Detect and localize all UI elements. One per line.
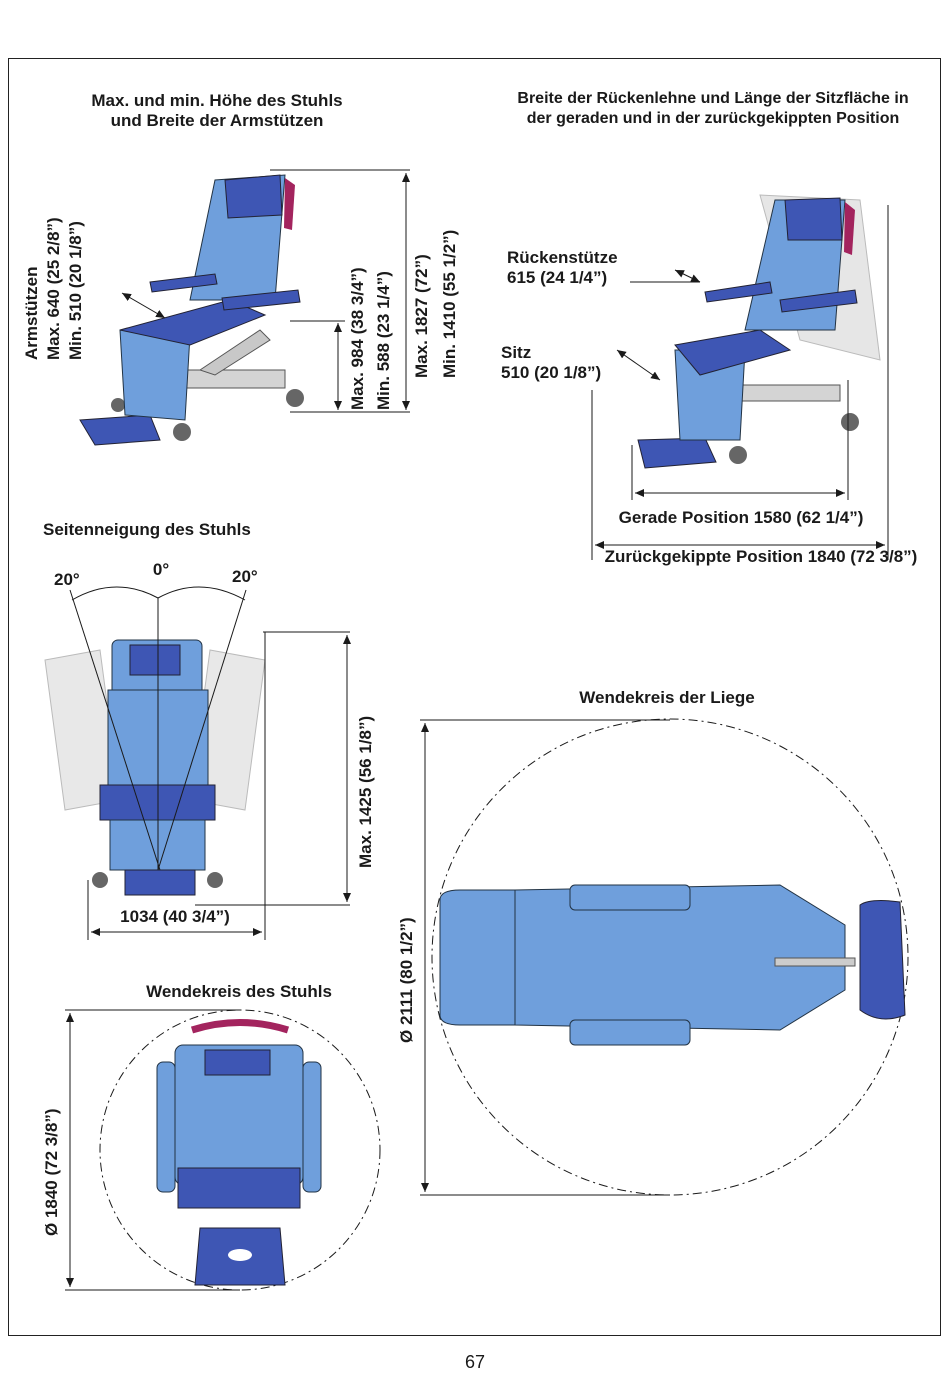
chair-top-illustration: [156, 1019, 322, 1286]
armrest-max: Max. 640 (25 2/8”): [44, 217, 63, 360]
section2-title-line2: der geraden und in der zurückgekippten P…: [526, 110, 900, 127]
backrest-value: 615 (24 1/4”): [507, 268, 608, 287]
stretcher-diameter: Ø 2111 (80 1/2”): [397, 917, 416, 1043]
section2-title-line1: Breite der Rückenlehne und Länge der Sit…: [517, 90, 909, 107]
section1-title-line2: und Breite der Armstützen: [110, 111, 324, 130]
section5-title: Wendekreis des Stuhls: [146, 982, 332, 1001]
section3-title: Seitenneigung des Stuhls: [43, 520, 251, 539]
chair-tilt-illustration: [637, 194, 881, 469]
seat-height-min: Min. 588 (23 1/4”): [374, 271, 393, 410]
stretcher-top-illustration: [439, 884, 906, 1046]
stretcher-turning-circle: [431, 718, 909, 1196]
armrest-label: Armstützen: [22, 266, 41, 360]
total-height-min: Min. 1410 (55 1/2”): [440, 229, 459, 378]
chair-front-illustration: [44, 639, 266, 896]
backrest-label: Rückenstütze: [507, 248, 618, 267]
seat-height-max: Max. 984 (38 3/4”): [348, 267, 367, 410]
section4-title: Wendekreis der Liege: [579, 688, 755, 707]
tilted-position-length: Zurückgekippte Position 1840 (72 3/8”): [604, 547, 918, 566]
angle-left: 20°: [54, 570, 80, 589]
angle-right: 20°: [232, 567, 258, 586]
lateral-width: 1034 (40 3/4”): [120, 907, 230, 926]
page-number: 67: [464, 1352, 486, 1372]
chair-diameter: Ø 1840 (72 3/8”): [42, 1108, 61, 1236]
chair-side-illustration: [79, 174, 304, 446]
page-frame: [8, 58, 941, 1336]
armrest-min: Min. 510 (20 1/8”): [66, 221, 85, 360]
seat-label: Sitz: [501, 343, 532, 362]
total-height-max: Max. 1827 (72”): [412, 254, 431, 378]
lateral-height: Max. 1425 (56 1/8”): [356, 715, 375, 868]
seat-value: 510 (20 1/8”): [501, 363, 602, 382]
angle-center: 0°: [152, 560, 170, 579]
straight-position-length: Gerade Position 1580 (62 1/4”): [618, 508, 864, 527]
section1-title-line1: Max. und min. Höhe des Stuhls: [91, 91, 343, 110]
